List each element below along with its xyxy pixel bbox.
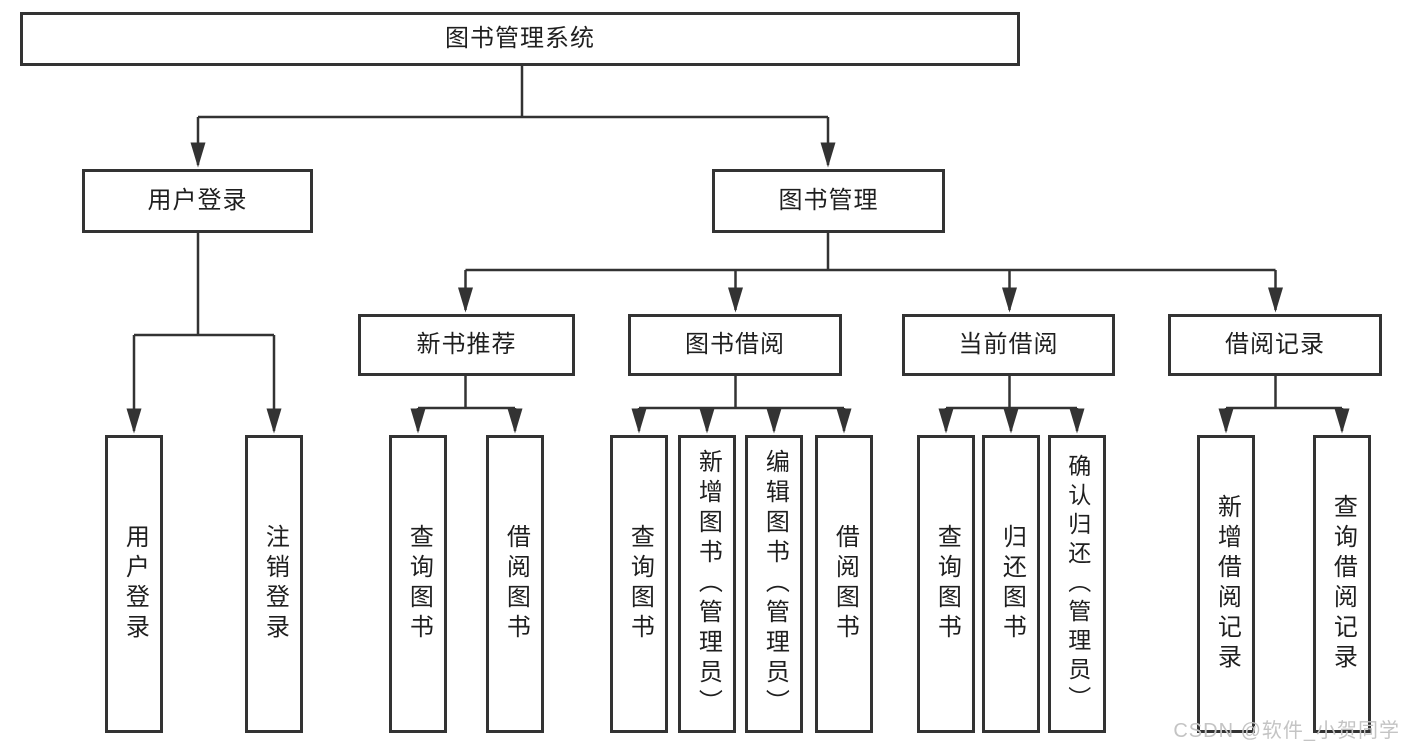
connector-user-login xyxy=(134,233,274,337)
leaf-records-add-record: 新增借阅记录 xyxy=(1197,435,1255,733)
connector-root xyxy=(198,66,828,119)
node-label: 借阅图书 xyxy=(831,524,859,644)
node-label: 查询图书 xyxy=(933,524,961,644)
node-label: 新书推荐 xyxy=(416,330,517,358)
node-book-management: 图书管理 xyxy=(712,169,945,233)
node-label: 新增图书（管理员） xyxy=(694,449,722,719)
connector-book-management xyxy=(465,233,1276,272)
leaf-current-return-books: 归还图书 xyxy=(982,435,1040,733)
leaf-current-confirm-return-admin: 确认归还（管理员） xyxy=(1048,435,1106,733)
node-label: 借阅图书 xyxy=(502,524,530,644)
leaf-borrow-edit-books-admin: 编辑图书（管理员） xyxy=(745,435,803,733)
node-label: 当前借阅 xyxy=(958,330,1059,358)
node-label: 图书管理 xyxy=(778,186,879,214)
node-label: 用户登录 xyxy=(121,524,149,644)
connector-borrow-records xyxy=(1226,376,1342,410)
leaf-current-query-books: 查询图书 xyxy=(917,435,975,733)
connector-new-book xyxy=(418,376,515,410)
node-label: 新增借阅记录 xyxy=(1213,494,1241,674)
leaf-borrow-borrow-books: 借阅图书 xyxy=(815,435,873,733)
connector-book-borrow xyxy=(639,376,844,410)
connector-current-borrow xyxy=(946,376,1077,410)
leaf-borrow-add-books-admin: 新增图书（管理员） xyxy=(678,435,736,733)
node-label: 编辑图书（管理员） xyxy=(761,449,789,719)
node-label: 查询图书 xyxy=(626,524,654,644)
node-label: 图书管理系统 xyxy=(445,24,595,52)
leaf-newbook-borrow-books: 借阅图书 xyxy=(486,435,544,733)
node-user-login: 用户登录 xyxy=(82,169,313,233)
node-label: 用户登录 xyxy=(147,186,248,214)
node-label: 归还图书 xyxy=(998,524,1026,644)
leaf-newbook-query-books: 查询图书 xyxy=(389,435,447,733)
leaf-logout: 注销登录 xyxy=(245,435,303,733)
node-new-book-recommend: 新书推荐 xyxy=(358,314,575,376)
node-label: 查询借阅记录 xyxy=(1329,494,1357,674)
leaf-borrow-query-books: 查询图书 xyxy=(610,435,668,733)
node-label: 查询图书 xyxy=(405,524,433,644)
node-borrow-records: 借阅记录 xyxy=(1168,314,1382,376)
leaf-user-login: 用户登录 xyxy=(105,435,163,733)
node-label: 图书借阅 xyxy=(685,330,785,358)
node-label: 确认归还（管理员） xyxy=(1064,453,1091,715)
node-label: 借阅记录 xyxy=(1225,330,1325,358)
node-root: 图书管理系统 xyxy=(20,12,1020,66)
leaf-records-query-record: 查询借阅记录 xyxy=(1313,435,1371,733)
node-current-borrow: 当前借阅 xyxy=(902,314,1115,376)
node-book-borrow: 图书借阅 xyxy=(628,314,842,376)
node-label: 注销登录 xyxy=(261,524,289,644)
